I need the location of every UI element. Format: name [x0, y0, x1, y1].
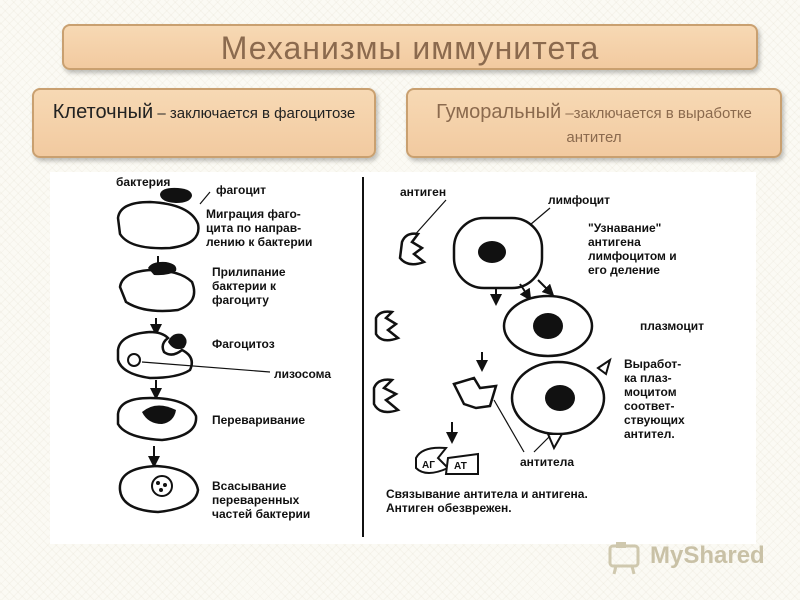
adhered-bacterium [148, 261, 177, 276]
adhesion-line-3: фагоциту [212, 293, 269, 307]
antigen-shape-2 [374, 310, 401, 342]
migration-line-1: Миграция фаго- [206, 207, 301, 221]
antigen-shape-1 [398, 232, 427, 266]
absorption-vacuole [151, 475, 173, 497]
lymphocyte-nucleus [478, 241, 506, 263]
arrow-division-3 [537, 279, 555, 297]
producing-plasmocyte-nucleus [545, 385, 575, 411]
digestion-label: Переваривание [212, 413, 305, 427]
lymphocyte-label: лимфоцит [548, 193, 610, 207]
antibodies-label: антитела [520, 455, 574, 469]
humoral-card-text: Гуморальный –заключается в выработке ант… [416, 100, 772, 150]
absorption-line-3: частей бактерии [212, 507, 310, 521]
absorption-line-2: переваренных [212, 493, 300, 507]
recognition-line-1: "Узнавание" [588, 221, 661, 235]
migration-line-3: лению к бактерии [206, 235, 312, 249]
humoral-description: –заключается в выработке антител [561, 105, 752, 146]
antigen-label: антиген [400, 185, 446, 199]
digestion-vacuole [142, 405, 176, 424]
production-line-2: ка плаз- [624, 371, 672, 385]
antigen-pointer [411, 199, 447, 239]
cellular-description: – заключается в фагоцитозе [153, 105, 356, 122]
bacteria-label: бактерия [116, 175, 170, 189]
cellular-card-text: Клеточный – заключается в фагоцитозе [42, 100, 366, 126]
phagocytosis-label: Фагоцитоз [212, 337, 275, 351]
antibodies-pointer-2 [533, 435, 551, 453]
production-line-4: соответ- [624, 399, 675, 413]
particle [156, 481, 160, 485]
production-line-1: Выработ- [624, 357, 681, 371]
bound-antigen [415, 446, 450, 474]
production-line-3: моцитом [624, 385, 677, 399]
recognition-line-4: его деление [588, 263, 660, 277]
cellular-heading: Клеточный [52, 101, 154, 123]
binding-line-2: Антиген обезврежен. [386, 501, 512, 515]
production-line-6: антител. [624, 427, 675, 441]
absorption-line-1: Всасывание [212, 479, 287, 493]
antibody-spike-1 [596, 357, 612, 376]
bound-antibody [444, 452, 479, 475]
plasmocyte-nucleus [533, 313, 563, 339]
recognition-line-3: лимфоцитом и [588, 249, 677, 263]
bacterium-shape [160, 187, 192, 203]
phagocyte-adhesion-shape [118, 268, 196, 313]
lysosome-pointer [141, 361, 271, 373]
title-banner: Механизмы иммунитета [62, 24, 758, 70]
at-label: АТ [454, 461, 467, 472]
watermark-text: MyShared [650, 542, 765, 569]
engulfed-bacterium [168, 333, 187, 350]
recognition-line-2: антигена [588, 235, 641, 249]
phagocyte-migration-shape [116, 200, 200, 250]
watermark-icon [608, 542, 640, 575]
plasmocyte-label: плазмоцит [640, 319, 704, 333]
cellular-immunity-card: Клеточный – заключается в фагоцитозе [32, 88, 376, 158]
arrow-division-2 [519, 283, 532, 301]
antigen-antibody-fragment [452, 376, 498, 410]
lysosome-shape [127, 353, 141, 367]
production-line-5: ствующих [624, 413, 685, 427]
migration-line-2: цита по направ- [206, 221, 301, 235]
antigen-shape-3 [372, 378, 401, 414]
antibodies-pointer-1 [493, 399, 525, 453]
immunity-diagram: бактерия фагоцит Миграция фаго- цита по … [50, 172, 756, 544]
humoral-heading: Гуморальный [436, 101, 562, 123]
binding-line-1: Связывание антитела и антигена. [386, 487, 588, 501]
myshared-watermark: MyShared [606, 536, 766, 576]
adhesion-line-2: бактерии к [212, 279, 277, 293]
page-title: Механизмы иммунитета [220, 30, 600, 66]
antibody-spike-2 [546, 433, 564, 451]
adhesion-line-1: Прилипание [212, 265, 286, 279]
phagocyte-label: фагоцит [216, 183, 266, 197]
lysosome-label: лизосома [274, 367, 331, 381]
particle [159, 488, 163, 492]
humoral-immunity-card: Гуморальный –заключается в выработке ант… [406, 88, 782, 158]
ag-label: АГ [422, 460, 435, 471]
particle [163, 483, 167, 487]
diagram-svg: бактерия фагоцит Миграция фаго- цита по … [116, 175, 704, 537]
phagocyte-pointer [199, 191, 211, 205]
